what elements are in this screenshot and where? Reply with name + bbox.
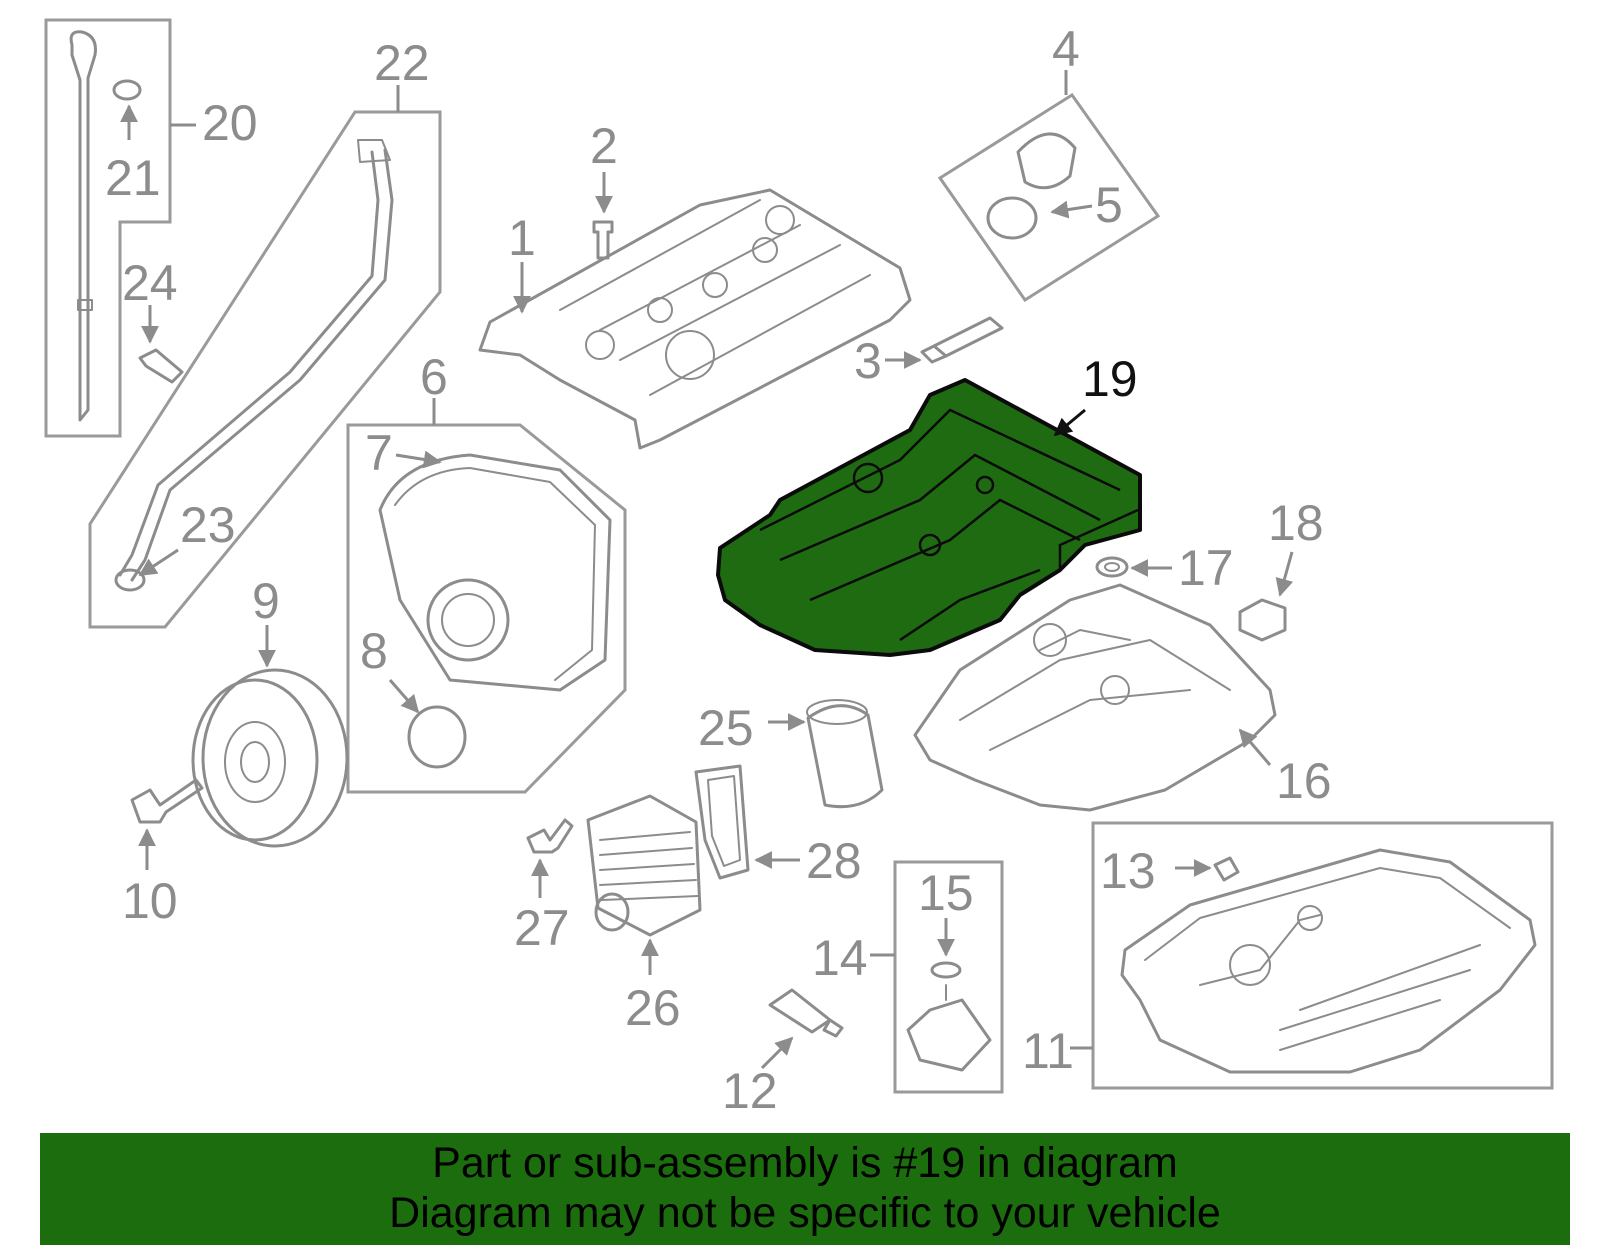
callout-7: 7 bbox=[365, 425, 393, 481]
upper-oil-pan-19: 19 bbox=[716, 351, 1142, 657]
level-sensor-group: 14 15 bbox=[812, 860, 1004, 1094]
callout-9: 9 bbox=[252, 573, 280, 629]
callout-23: 23 bbox=[180, 497, 236, 553]
callout-1: 1 bbox=[508, 210, 536, 266]
callout-28: 28 bbox=[806, 833, 862, 889]
washer-17: 17 bbox=[1095, 540, 1234, 596]
callout-17: 17 bbox=[1178, 540, 1234, 596]
callout-25: 25 bbox=[698, 700, 754, 756]
sensor-18: 18 bbox=[1238, 495, 1324, 642]
callout-4: 4 bbox=[1052, 21, 1080, 77]
callout-22: 22 bbox=[374, 35, 430, 91]
info-banner: Part or sub-assembly is #19 in diagram D… bbox=[40, 1133, 1570, 1245]
banner-line-1: Part or sub-assembly is #19 in diagram bbox=[432, 1139, 1178, 1187]
banner-line-2: Diagram may not be specific to your vehi… bbox=[389, 1189, 1221, 1237]
gasket-28: 28 bbox=[694, 764, 862, 889]
pulley-9: 9 bbox=[191, 573, 349, 848]
callout-27: 27 bbox=[514, 900, 570, 956]
callout-26: 26 bbox=[625, 980, 681, 1036]
callout-12: 12 bbox=[722, 1063, 778, 1119]
callout-2: 2 bbox=[590, 118, 618, 174]
guide-tube-group: 22 23 bbox=[88, 35, 442, 629]
bolt-2: 2 bbox=[590, 118, 618, 260]
valve-cover-1: 1 bbox=[478, 188, 912, 450]
oil-cooler-26: 26 bbox=[586, 794, 702, 1036]
sealant-12: 12 bbox=[722, 988, 844, 1119]
callout-5: 5 bbox=[1095, 177, 1123, 233]
callout-21: 21 bbox=[105, 150, 161, 206]
oil-cap-group: 4 5 bbox=[937, 21, 1161, 303]
callout-3: 3 bbox=[854, 333, 882, 389]
bolt-10: 10 bbox=[122, 778, 204, 929]
callout-15: 15 bbox=[918, 865, 974, 921]
oil-filter-25: 25 bbox=[698, 699, 884, 809]
callout-8: 8 bbox=[360, 623, 388, 679]
callout-20: 20 bbox=[202, 95, 258, 151]
callout-19: 19 bbox=[1082, 351, 1138, 407]
callout-16: 16 bbox=[1276, 753, 1332, 809]
bolt-27: 27 bbox=[514, 818, 574, 956]
callout-18: 18 bbox=[1268, 495, 1324, 551]
callout-14: 14 bbox=[812, 930, 868, 986]
baffle-16: 16 bbox=[913, 583, 1332, 812]
callout-10: 10 bbox=[122, 873, 178, 929]
callout-24: 24 bbox=[122, 255, 178, 311]
bolt-24: 24 bbox=[122, 255, 184, 384]
callout-13: 13 bbox=[1100, 843, 1156, 899]
callout-11: 11 bbox=[1022, 1023, 1074, 1079]
timing-cover-group: 6 7 8 bbox=[346, 349, 627, 794]
lower-oil-pan-group: 11 13 bbox=[1022, 821, 1554, 1090]
callout-6: 6 bbox=[420, 349, 448, 405]
dipstick-group: 20 21 bbox=[44, 18, 258, 438]
sealant-3: 3 bbox=[854, 316, 1004, 389]
